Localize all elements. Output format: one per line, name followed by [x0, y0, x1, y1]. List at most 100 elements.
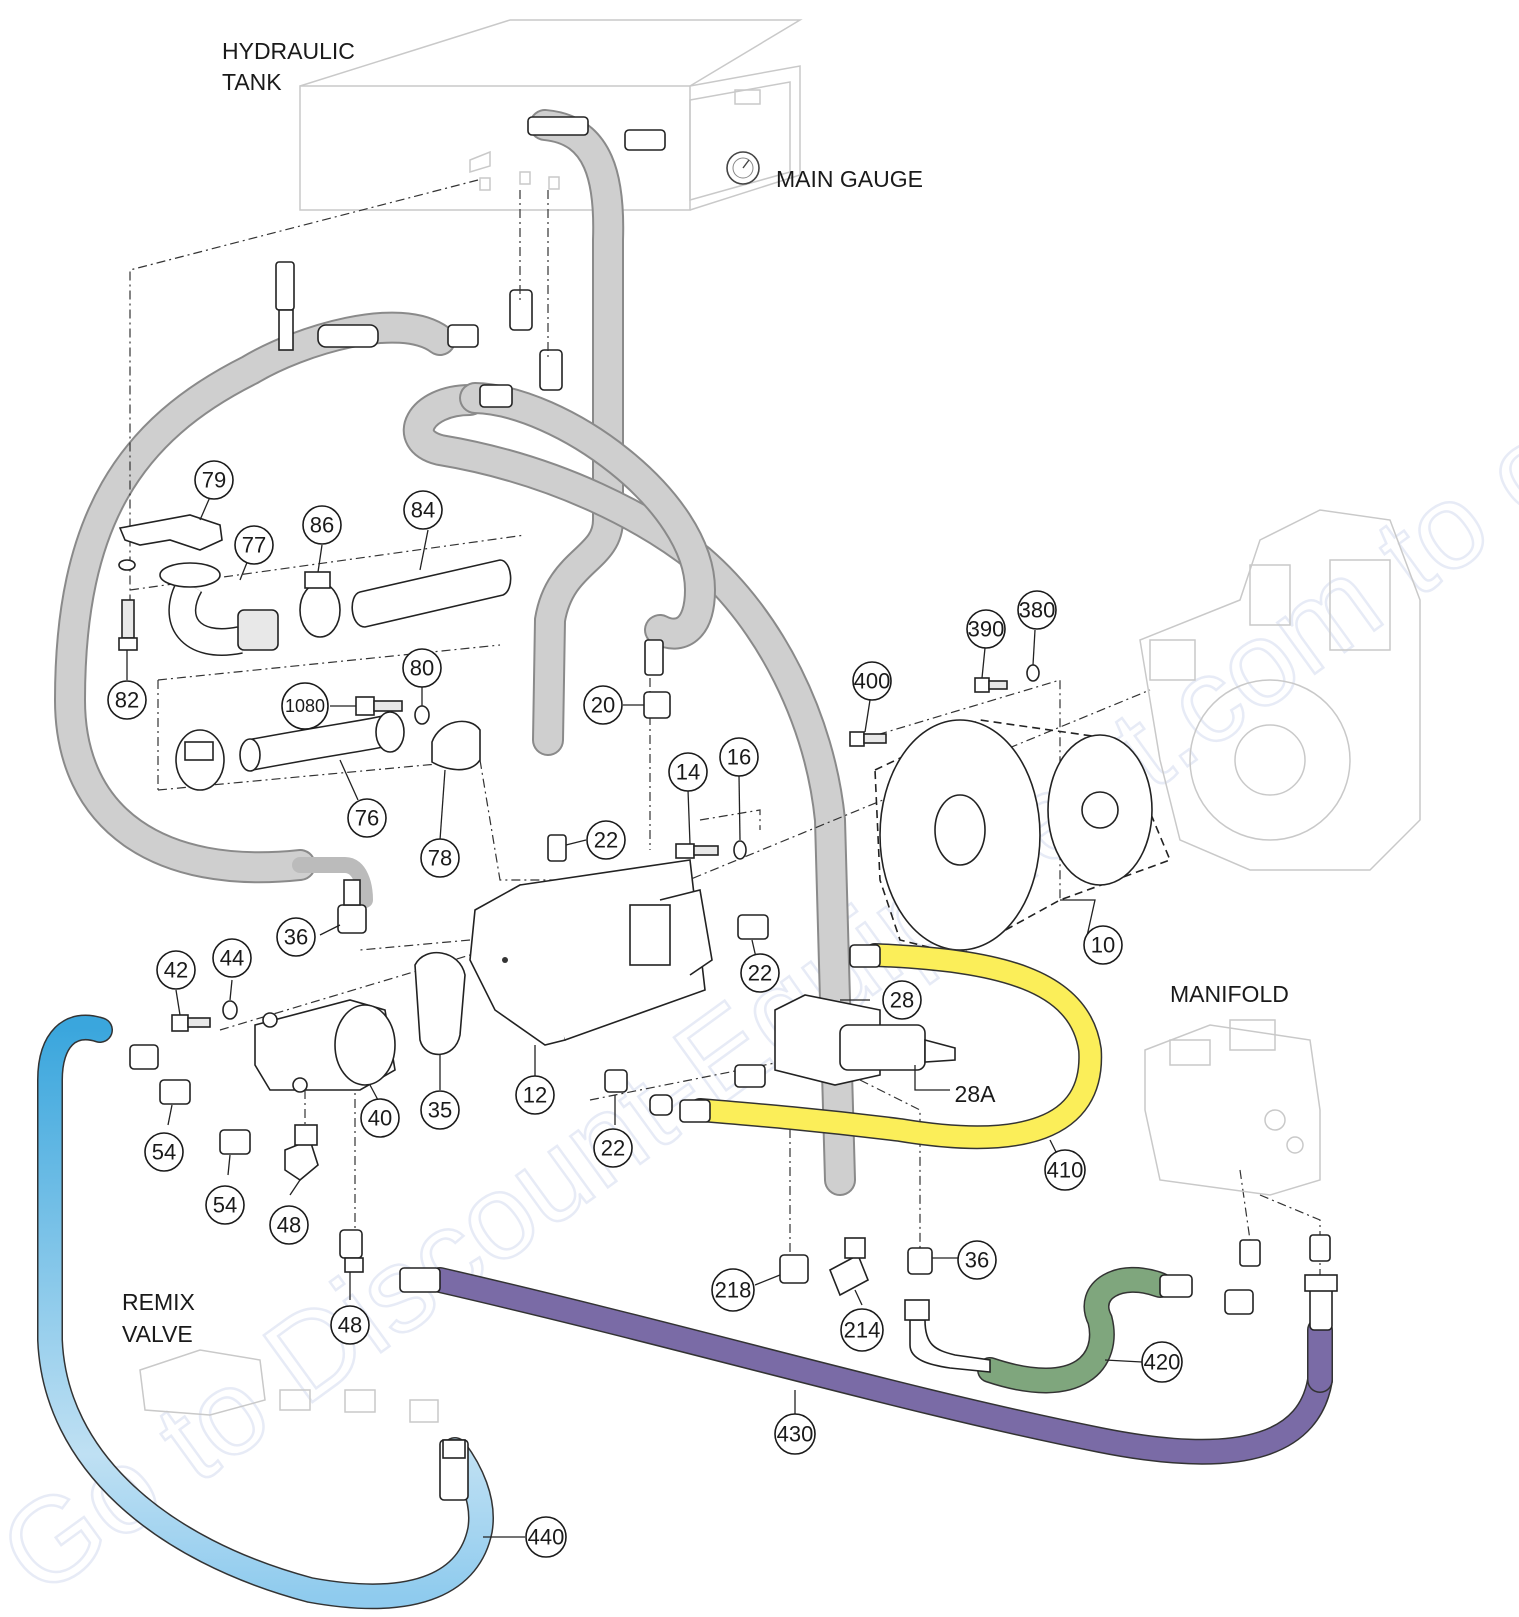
remix-valve-label-line2: VALVE	[122, 1321, 193, 1347]
svg-text:390: 390	[968, 617, 1005, 642]
engine	[1139, 509, 1421, 871]
part-1080-bolt	[355, 696, 403, 716]
callout-22-lower: 22	[593, 1128, 633, 1168]
part-40-gear-pump	[254, 999, 396, 1093]
callout-420: 420	[1141, 1341, 1183, 1383]
svg-text:218: 218	[715, 1278, 752, 1303]
svg-text:380: 380	[1019, 598, 1056, 623]
svg-text:430: 430	[777, 1422, 814, 1447]
svg-text:44: 44	[220, 946, 244, 971]
callout-14: 14	[668, 752, 708, 792]
callout-76: 76	[347, 798, 387, 838]
svg-text:1080: 1080	[285, 696, 325, 716]
main-gauge	[726, 151, 760, 185]
svg-text:420: 420	[1144, 1350, 1181, 1375]
callout-10: 10	[1083, 925, 1123, 965]
svg-text:16: 16	[727, 745, 751, 770]
svg-text:12: 12	[523, 1083, 547, 1108]
manifold-label: MANIFOLD	[1170, 981, 1289, 1007]
part-400-bolt	[849, 731, 887, 747]
callout-77: 77	[234, 525, 274, 565]
svg-text:410: 410	[1047, 1158, 1084, 1183]
remix-valve-label-line1: REMIX	[122, 1289, 195, 1315]
svg-text:22: 22	[594, 828, 618, 853]
callout-214: 214	[840, 1308, 884, 1352]
callout-84: 84	[403, 490, 443, 530]
callout-28: 28	[882, 980, 922, 1020]
callout-16: 16	[719, 737, 759, 777]
svg-text:10: 10	[1091, 933, 1115, 958]
part-78-clamp	[431, 720, 481, 771]
callout-36-right: 36	[957, 1240, 997, 1280]
callout-86: 86	[302, 505, 342, 545]
svg-text:79: 79	[202, 468, 226, 493]
part-390-bolt	[974, 677, 1008, 693]
svg-text:214: 214	[844, 1318, 881, 1343]
part-80-washer	[414, 705, 430, 725]
svg-text:80: 80	[410, 656, 434, 681]
hose-410-yellow	[688, 943, 1103, 1150]
svg-text:84: 84	[411, 498, 435, 523]
part-82-bolt	[118, 559, 138, 651]
svg-text:14: 14	[676, 760, 700, 785]
hose-440-blue	[37, 1014, 494, 1610]
part-12-pump	[469, 859, 713, 1046]
svg-text:54: 54	[152, 1140, 176, 1165]
svg-text:48: 48	[338, 1313, 362, 1338]
svg-text:77: 77	[242, 533, 266, 558]
callout-36-left: 36	[276, 917, 316, 957]
hydraulic-tank	[299, 19, 803, 211]
callout-12: 12	[515, 1075, 555, 1115]
manifold	[1144, 1019, 1321, 1196]
svg-text:36: 36	[965, 1248, 989, 1273]
part-35-gasket	[414, 951, 466, 1056]
part-86-clamp	[299, 571, 341, 638]
callout-44: 44	[212, 938, 252, 978]
svg-text:82: 82	[115, 688, 139, 713]
svg-text:36: 36	[284, 925, 308, 950]
callout-82: 82	[107, 680, 147, 720]
svg-text:22: 22	[748, 961, 772, 986]
callout-40: 40	[360, 1098, 400, 1138]
callout-22-mid: 22	[740, 953, 780, 993]
callout-410: 410	[1044, 1149, 1086, 1191]
part-clamp-lower	[175, 729, 225, 791]
callout-42: 42	[156, 950, 196, 990]
callout-20: 20	[583, 685, 623, 725]
main-gauge-label: MAIN GAUGE	[776, 166, 923, 192]
part-44-washer	[222, 1000, 238, 1020]
callout-1080: 1080	[281, 682, 329, 730]
callout-78: 78	[420, 838, 460, 878]
svg-text:22: 22	[601, 1136, 625, 1161]
svg-text:440: 440	[528, 1525, 565, 1550]
callout-48-upper: 48	[269, 1205, 309, 1245]
tank-fittings	[275, 116, 666, 408]
svg-text:35: 35	[428, 1098, 452, 1123]
svg-text:400: 400	[854, 669, 891, 694]
part-380-washer	[1026, 664, 1040, 682]
callout-430: 430	[774, 1413, 816, 1455]
callout-48-lower: 48	[330, 1305, 370, 1345]
svg-text:40: 40	[368, 1106, 392, 1131]
part-76-elbow-hose	[239, 711, 405, 772]
svg-text:20: 20	[591, 693, 615, 718]
svg-text:28: 28	[890, 988, 914, 1013]
callout-218: 218	[711, 1268, 755, 1312]
callout-400: 400	[852, 661, 892, 701]
svg-text:54: 54	[213, 1193, 237, 1218]
callout-380: 380	[1017, 590, 1057, 630]
callout-80: 80	[402, 648, 442, 688]
part-10-flywheel	[874, 719, 1172, 956]
svg-text:42: 42	[164, 958, 188, 983]
svg-text:86: 86	[310, 513, 334, 538]
hydraulic-tank-label-line1: HYDRAULIC	[222, 38, 355, 64]
callout-28a: 28A	[955, 1081, 997, 1107]
hose-430-purple	[427, 1267, 1333, 1465]
hose-420-green	[977, 1267, 1173, 1394]
hydraulic-tank-label-line2: TANK	[222, 69, 282, 95]
callout-390: 390	[966, 609, 1006, 649]
callout-54-lower: 54	[205, 1185, 245, 1225]
